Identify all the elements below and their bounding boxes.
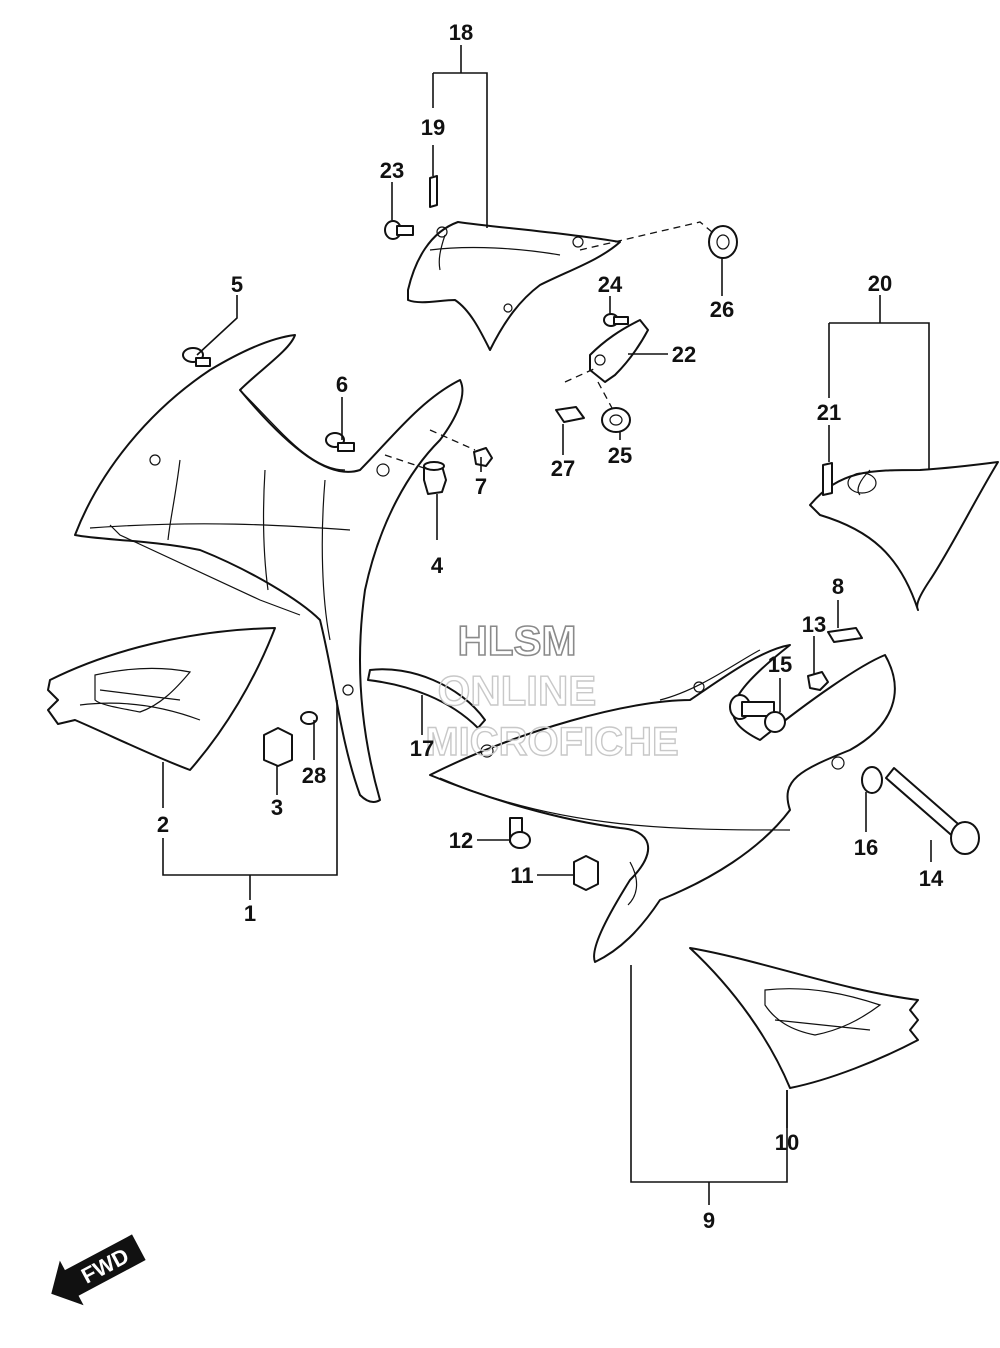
left-panel-part [47, 627, 276, 771]
callout-16: 16 [854, 835, 878, 860]
callout-27: 27 [551, 456, 575, 481]
callout-4: 4 [431, 553, 444, 578]
under-cover-part [809, 461, 999, 611]
leader-lines [162, 45, 932, 1205]
callout-11: 11 [510, 863, 533, 888]
watermark: HLSM ONLINE MICROFICHE [425, 616, 680, 765]
callout-1: 1 [244, 901, 256, 926]
bolt-24 [603, 313, 629, 327]
decal-part-3 [263, 727, 293, 767]
nut-13 [807, 671, 829, 691]
callout-21: 21 [817, 400, 841, 425]
upper-cowling-part [74, 334, 464, 804]
bolt-6 [325, 432, 355, 452]
callout-10: 10 [775, 1130, 799, 1155]
watermark-line-3: MICROFICHE [425, 720, 678, 764]
callout-28: 28 [302, 763, 326, 788]
callout-25: 25 [608, 443, 632, 468]
callout-6: 6 [336, 372, 348, 397]
callout-19: 19 [421, 115, 445, 140]
callout-9: 9 [703, 1208, 715, 1233]
bolt-15 [729, 694, 786, 733]
callout-12: 12 [449, 828, 473, 853]
pad-27 [555, 406, 585, 423]
callout-17: 17 [410, 736, 434, 761]
bracket-22 [589, 319, 649, 383]
fwd-arrow-icon [51, 1234, 146, 1306]
clip-11 [573, 855, 599, 891]
callout-labels: 18 19 23 5 6 7 4 24 26 22 27 25 20 21 8 … [157, 20, 944, 1233]
bolt-5 [182, 347, 211, 367]
decal-part-8 [827, 627, 863, 643]
grommet-25 [601, 407, 631, 433]
callout-23: 23 [380, 158, 404, 183]
callout-26: 26 [710, 297, 734, 322]
bolt-14 [885, 767, 980, 855]
callout-24: 24 [598, 272, 623, 297]
callout-8: 8 [832, 574, 844, 599]
bolt-12 [509, 817, 531, 849]
nut-7 [473, 447, 493, 467]
bar-17 [367, 668, 486, 729]
callout-15: 15 [768, 652, 792, 677]
bolt-23 [384, 220, 414, 240]
lower-panel-part [689, 947, 919, 1089]
watermark-line-2: ONLINE [438, 667, 597, 714]
washer-16 [861, 766, 883, 794]
inner-panel-part [407, 221, 621, 351]
callout-2: 2 [157, 812, 169, 837]
callout-18: 18 [449, 20, 473, 45]
callout-14: 14 [919, 866, 944, 891]
screw-28 [300, 711, 318, 725]
callout-7: 7 [475, 474, 487, 499]
grommet-4 [423, 461, 447, 495]
grommet-26 [708, 225, 738, 259]
callout-13: 13 [802, 612, 826, 637]
watermark-line-1: HLSM [458, 617, 577, 664]
side-cowling-part [429, 644, 896, 963]
callout-20: 20 [868, 271, 892, 296]
callout-3: 3 [271, 795, 283, 820]
decal-part-19 [429, 175, 438, 208]
decal-part-21 [822, 462, 833, 496]
callout-5: 5 [231, 272, 243, 297]
fwd-direction-badge: FWD [51, 1234, 146, 1306]
callout-22: 22 [672, 342, 696, 367]
